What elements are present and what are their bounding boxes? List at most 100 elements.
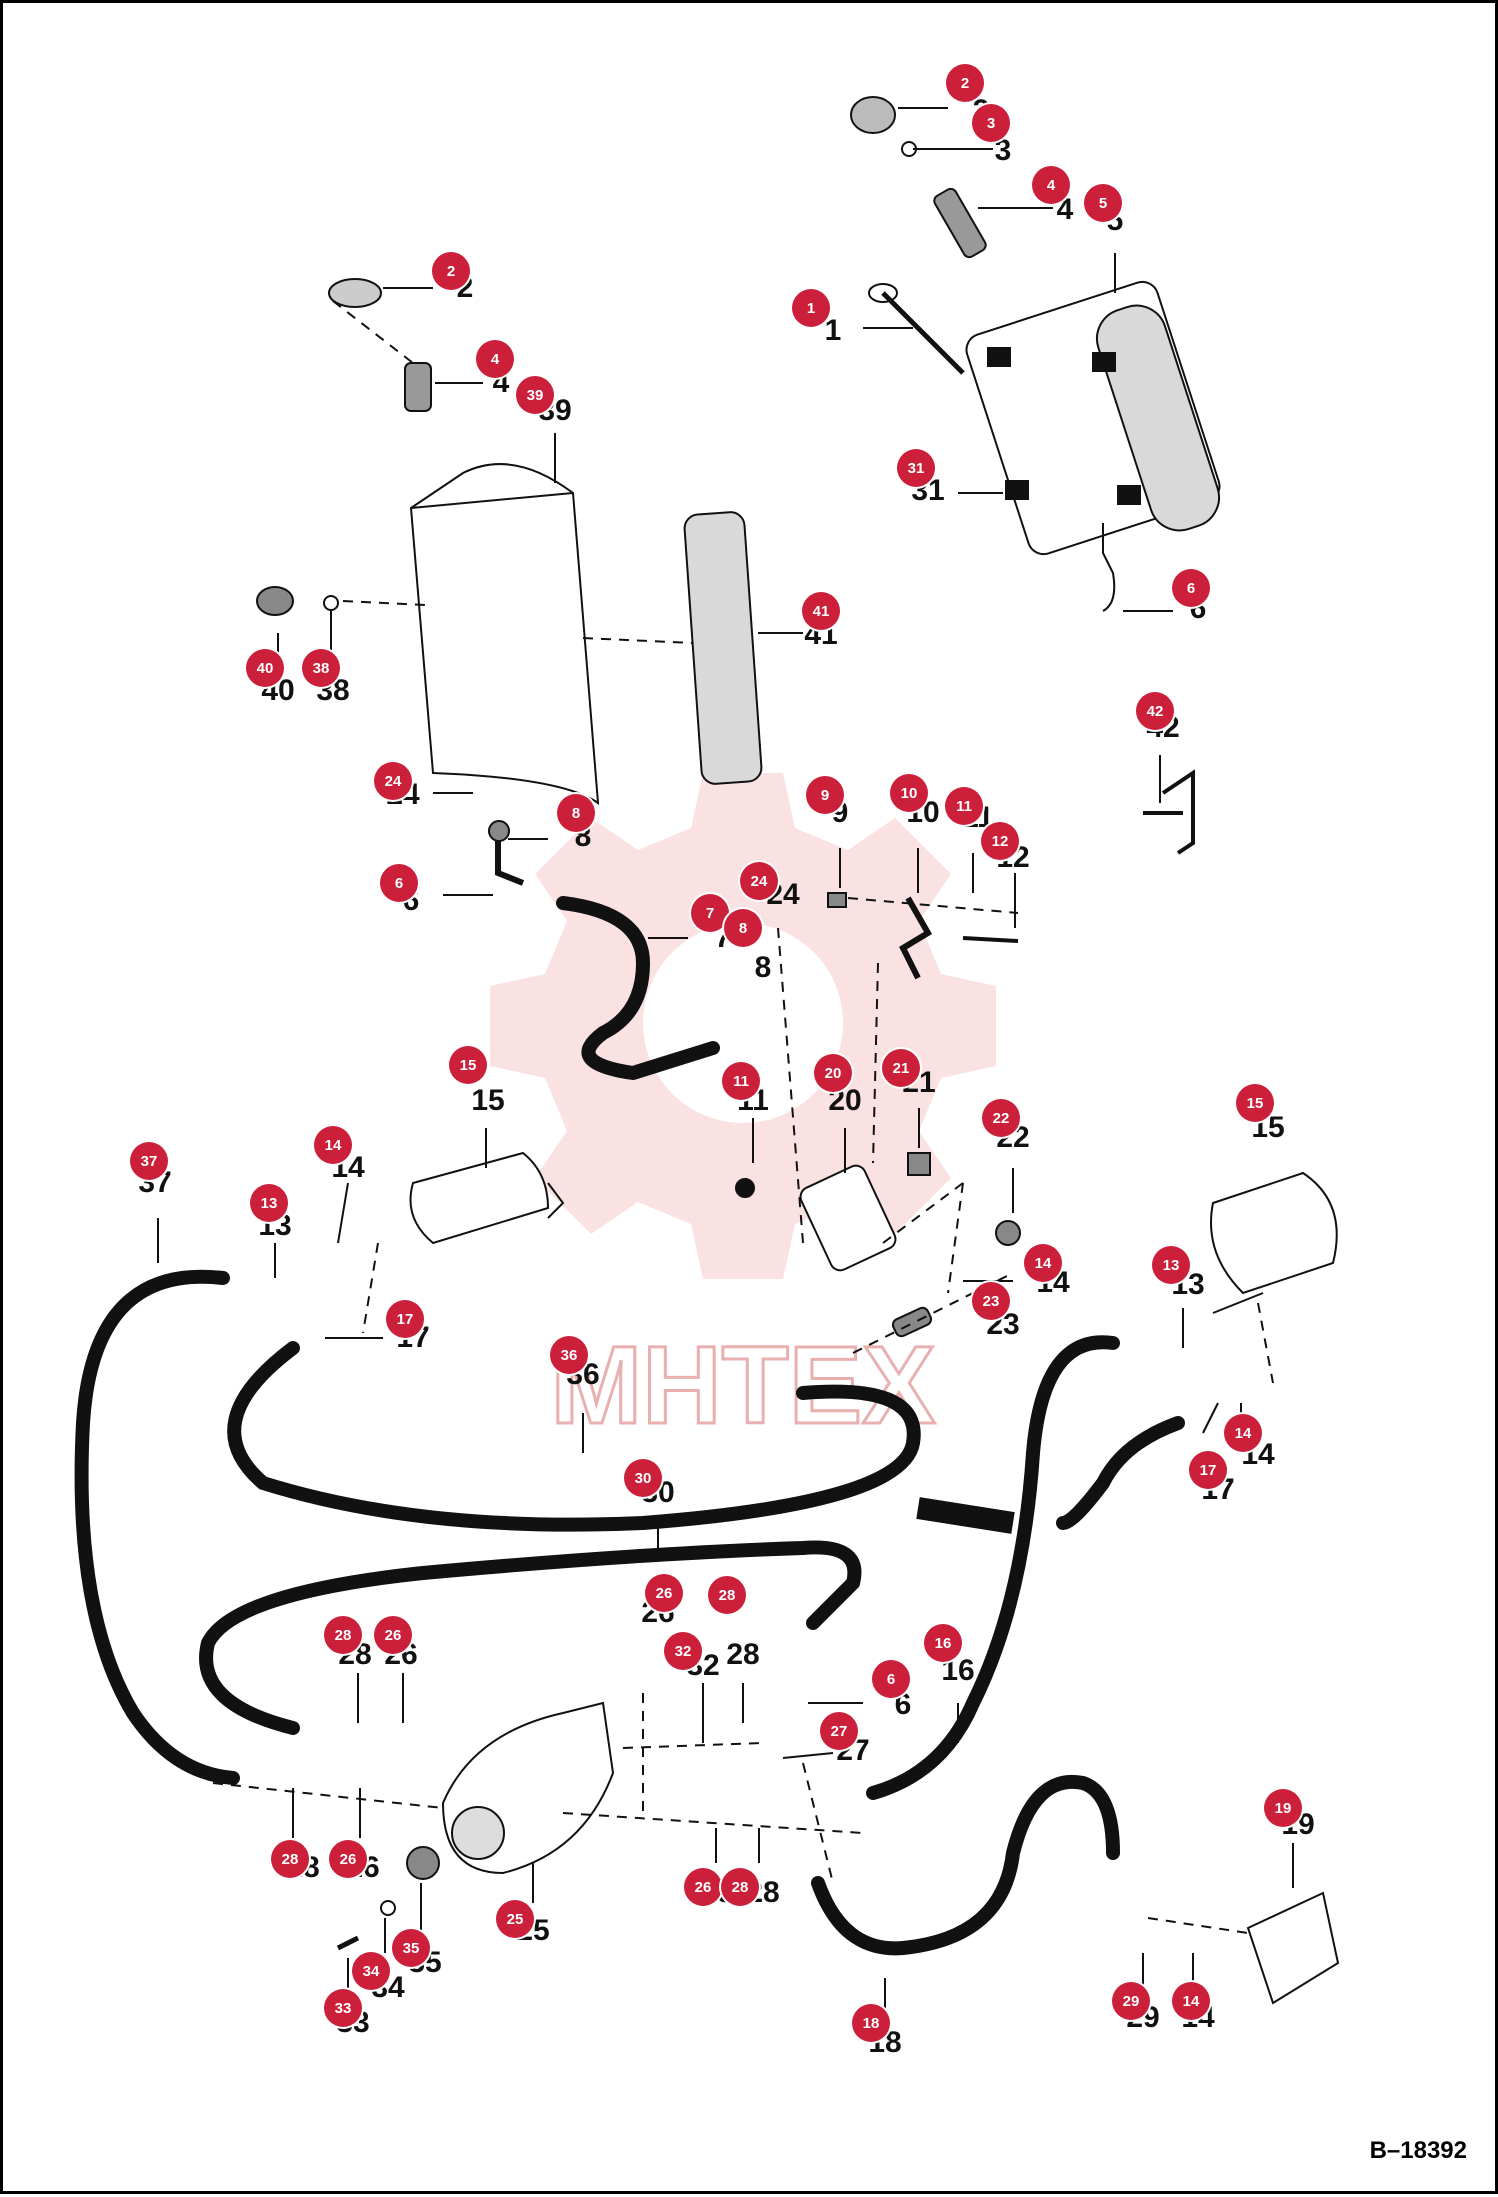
ref-label: 1	[824, 314, 842, 347]
callout-badge[interactable]: 21	[882, 1049, 920, 1087]
callout-badge[interactable]: 13	[1152, 1246, 1190, 1284]
bottom-elbow-fitting	[1102, 523, 1116, 612]
callout-badge[interactable]: 6	[380, 864, 418, 902]
callout-badge[interactable]: 26	[645, 1574, 683, 1612]
callout-badge[interactable]: 26	[374, 1616, 412, 1654]
callout-badge[interactable]: 17	[386, 1300, 424, 1338]
callout-badge[interactable]: 26	[329, 1840, 367, 1878]
fitting-21	[907, 1152, 931, 1176]
valve-block-20	[799, 1164, 897, 1272]
callout-badge[interactable]: 37	[130, 1142, 168, 1180]
callout-badge[interactable]: 9	[806, 776, 844, 814]
o-ring-38	[323, 595, 339, 611]
callout-badge[interactable]: 5	[1084, 184, 1122, 222]
callout-badge[interactable]: 28	[708, 1576, 746, 1614]
callout-badge[interactable]: 10	[890, 774, 928, 812]
bolt-9	[827, 892, 847, 908]
mount-pad-4	[1117, 485, 1141, 505]
callout-badge[interactable]: 28	[721, 1868, 759, 1906]
reservoir-cap	[328, 278, 382, 308]
callout-badge[interactable]: 11	[722, 1062, 760, 1100]
callout-badge[interactable]: 28	[324, 1616, 362, 1654]
hose-26-loop	[199, 1540, 862, 1735]
ref-label: 28	[726, 1638, 760, 1671]
callout-badge[interactable]: 41	[802, 592, 840, 630]
callout-badge[interactable]: 18	[852, 2004, 890, 2042]
hose-30	[227, 1341, 921, 1532]
callout-badge[interactable]: 2	[432, 252, 470, 290]
callout-badge[interactable]: 28	[271, 1840, 309, 1878]
drawing-code: B–18392	[1369, 2137, 1467, 2164]
callout-badge[interactable]: 24	[740, 862, 778, 900]
callout-badge[interactable]: 40	[246, 649, 284, 687]
callout-badge[interactable]: 29	[1112, 1982, 1150, 2020]
control-valve-19	[1246, 1891, 1340, 2005]
bracket-42	[1143, 769, 1195, 855]
callout-badge[interactable]: 4	[476, 340, 514, 378]
callout-badge[interactable]: 38	[302, 649, 340, 687]
connector-8	[488, 820, 510, 842]
callout-badge[interactable]: 24	[374, 762, 412, 800]
callout-badge[interactable]: 12	[981, 822, 1019, 860]
callout-badge[interactable]: 15	[1236, 1084, 1274, 1122]
bolt-12	[962, 936, 1019, 943]
side-filter-element	[683, 511, 763, 785]
callout-badge[interactable]: 8	[724, 909, 762, 947]
callout-badge[interactable]: 4	[1032, 166, 1070, 204]
callout-badge[interactable]: 15	[449, 1046, 487, 1084]
callout-badge[interactable]: 30	[624, 1459, 662, 1497]
callout-badge[interactable]: 1	[792, 289, 830, 327]
callout-badge[interactable]: 13	[250, 1184, 288, 1222]
callout-badge[interactable]: 19	[1264, 1789, 1302, 1827]
hose-17-right	[1056, 1416, 1185, 1530]
plug-11	[735, 1178, 755, 1198]
spring-23	[891, 1306, 933, 1338]
callout-badge[interactable]: 25	[496, 1900, 534, 1938]
dipstick-handle	[868, 283, 898, 303]
hose-37	[74, 1269, 240, 1785]
callout-badge[interactable]: 2	[946, 64, 984, 102]
reservoir-strainer	[404, 362, 432, 412]
callout-badge[interactable]: 31	[897, 449, 935, 487]
callout-badge[interactable]: 32	[664, 1632, 702, 1670]
callout-badge[interactable]: 39	[516, 376, 554, 414]
callout-badge[interactable]: 34	[352, 1952, 390, 1990]
callout-badge[interactable]: 27	[820, 1712, 858, 1750]
callout-badge[interactable]: 35	[392, 1929, 430, 1967]
washer-34	[380, 1900, 396, 1916]
cap-22	[995, 1220, 1021, 1246]
exploded-parts-drawing	[74, 96, 1340, 2018]
callout-badge[interactable]: 23	[972, 1282, 1010, 1320]
callout-badge[interactable]: 11	[945, 787, 983, 825]
callout-badge[interactable]: 14	[1024, 1244, 1062, 1282]
callout-badge[interactable]: 26	[684, 1868, 722, 1906]
cross-hose	[916, 1497, 1015, 1534]
callout-badge[interactable]: 6	[1172, 569, 1210, 607]
callout-badge[interactable]: 36	[550, 1336, 588, 1374]
callout-badge[interactable]: 6	[872, 1660, 910, 1698]
callout-badge[interactable]: 8	[557, 794, 595, 832]
callout-badge[interactable]: 14	[1224, 1414, 1262, 1452]
mount-pad-3	[1005, 480, 1029, 500]
reservoir-tank-body	[409, 463, 600, 806]
callout-badge[interactable]: 14	[314, 1126, 352, 1164]
hose-7	[556, 896, 720, 1081]
callout-badge[interactable]: 3	[972, 104, 1010, 142]
callout-badge[interactable]: 33	[324, 1989, 362, 2027]
callout-badge[interactable]: 7	[691, 894, 729, 932]
top-spring	[933, 187, 987, 259]
callout-badge[interactable]: 14	[1172, 1982, 1210, 2020]
callout-badge[interactable]: 16	[924, 1624, 962, 1662]
bolt-33	[336, 1935, 360, 1951]
ref-label: 3	[994, 134, 1012, 167]
hose-18	[811, 1774, 1120, 1956]
callout-badge[interactable]: 20	[814, 1054, 852, 1092]
callout-badge[interactable]: 42	[1136, 692, 1174, 730]
callout-badge[interactable]: 17	[1189, 1451, 1227, 1489]
dipstick	[881, 291, 965, 375]
hose-16	[866, 1335, 1120, 1800]
ref-label: 8	[754, 951, 772, 984]
filter-element	[1095, 304, 1221, 532]
callout-badge[interactable]: 22	[982, 1099, 1020, 1137]
